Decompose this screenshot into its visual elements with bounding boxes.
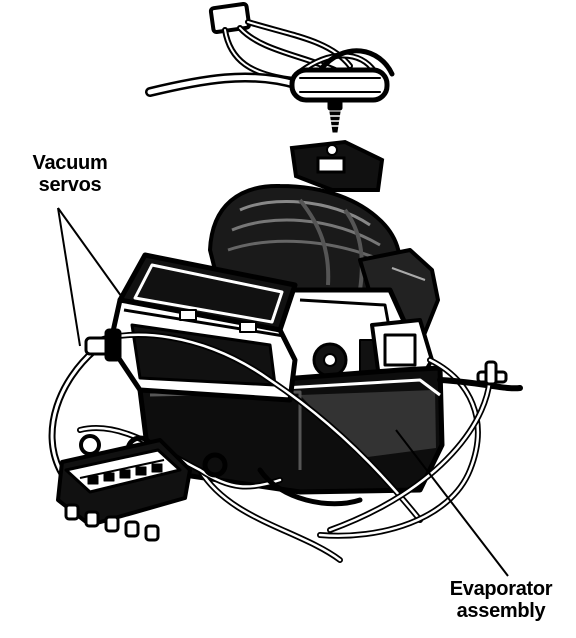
vacuum-servos-label: Vacuum servos [4, 152, 136, 196]
leader-line-evaporator [395, 429, 509, 577]
vacuum-servos-label-line2: servos [38, 174, 102, 196]
leader-line-vacuum-servo-1 [57, 207, 125, 301]
evaporator-assembly-label: Evaporator assembly [428, 578, 574, 622]
evaporator-assembly-label-line2: assembly [456, 600, 546, 622]
leader-line-vacuum-servo-2 [57, 207, 81, 347]
servo-fitting-left [84, 328, 122, 362]
vacuum-tee-fitting [476, 360, 508, 386]
evaporator-assembly-label-line1: Evaporator [449, 578, 553, 600]
main-housing [107, 183, 445, 495]
mounting-screw [327, 99, 343, 133]
harness-plug [208, 1, 252, 35]
vacuum-hoses [48, 331, 523, 563]
vacuum-connector-block [56, 438, 192, 542]
vacuum-servos-label-line1: Vacuum [32, 152, 108, 174]
leader-lines [57, 207, 509, 577]
blower-resistor [289, 67, 390, 103]
mounting-bracket [289, 139, 385, 192]
wiring-harness [145, 1, 395, 103]
